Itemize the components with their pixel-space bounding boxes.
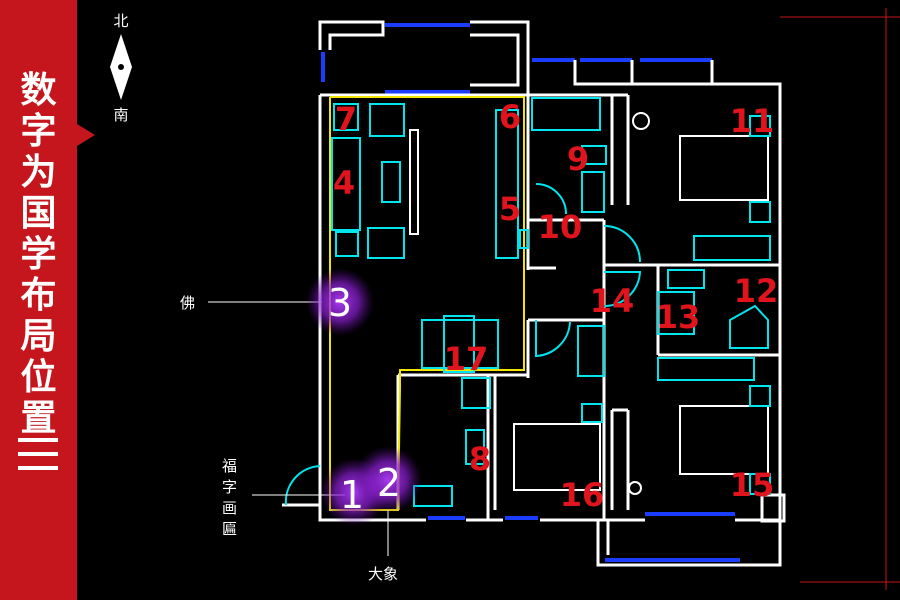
callout-plaque: 福 字 画 匾: [222, 456, 240, 540]
title-char: 国: [20, 193, 57, 234]
compass-north: 北: [113, 12, 128, 30]
title-char: 学: [20, 234, 57, 275]
sidebar-panel: 数 字 为 国 学 布 局 位 置: [0, 0, 77, 600]
room-number-5: 5: [499, 190, 521, 228]
room-number-7: 7: [335, 100, 357, 138]
plaque-char: 字: [222, 478, 238, 496]
marker-2: 2: [377, 461, 401, 505]
room-number-16: 16: [560, 476, 605, 514]
room-number-15: 15: [730, 466, 775, 504]
room-number-13: 13: [656, 298, 701, 336]
title-char: 局: [20, 316, 57, 357]
compass: 北 南: [110, 12, 132, 124]
room-number-10: 10: [538, 208, 583, 246]
markers: 3 1 2: [306, 268, 422, 526]
room-number-9: 9: [567, 140, 589, 178]
plaque-char: 画: [222, 499, 238, 517]
room-number-11: 11: [730, 102, 775, 140]
compass-south: 南: [113, 106, 128, 124]
room-number-12: 12: [734, 272, 779, 310]
room-number-17: 17: [444, 340, 489, 378]
furniture: [284, 97, 771, 507]
title-char: 字: [20, 111, 57, 152]
room-numbers: 4 5 6 7 8 9 10 11 12 13 14 15 16 17: [333, 98, 778, 514]
sidebar-pointer: [77, 124, 95, 146]
title-char: 为: [20, 152, 57, 193]
decor-frame: [780, 8, 900, 590]
chapter-mark: [18, 438, 58, 470]
column: [760, 493, 786, 523]
marker-3: 3: [328, 281, 352, 325]
title-char: 布: [20, 275, 57, 316]
callout-buddha: 佛: [180, 294, 196, 312]
windows: [321, 23, 740, 562]
plaque-char: 匾: [222, 520, 238, 538]
title-char: 位: [20, 357, 57, 398]
title-char: 置: [20, 398, 57, 439]
plaque-char: 福: [222, 457, 238, 475]
fixture: [632, 112, 650, 130]
room-number-8: 8: [469, 440, 491, 478]
room-number-14: 14: [590, 282, 635, 320]
room-number-6: 6: [499, 98, 521, 136]
room-number-4: 4: [333, 164, 355, 202]
marker-1: 1: [340, 473, 364, 517]
fixture: [628, 481, 642, 495]
title-char: 数: [20, 70, 57, 111]
callout-elephant: 大象: [368, 565, 399, 583]
sidebar-title: 数 字 为 国 学 布 局 位 置: [0, 70, 77, 439]
